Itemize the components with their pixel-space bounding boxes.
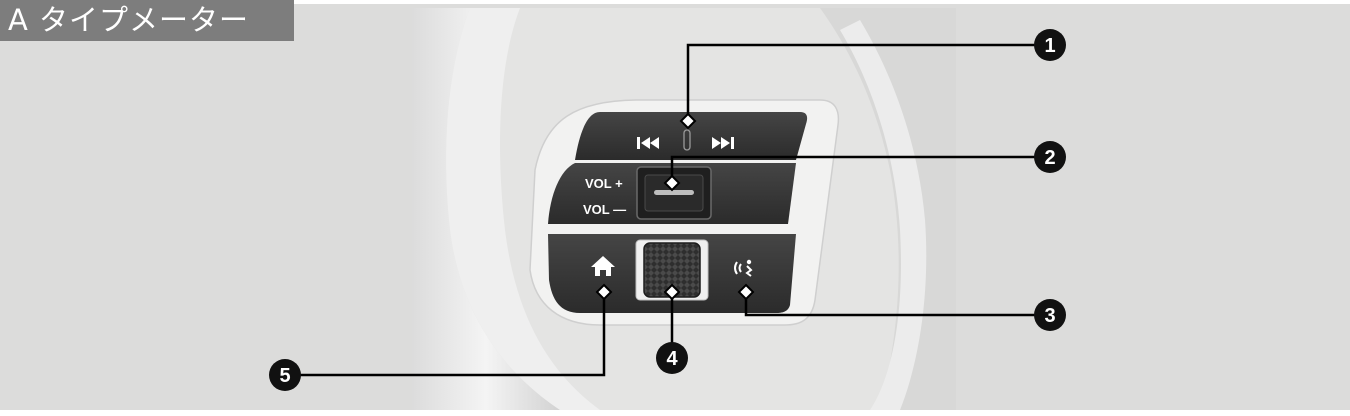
- svg-text:4: 4: [666, 348, 678, 370]
- upper-switch-panel: [575, 112, 808, 160]
- callout-diamonds: [595, 112, 755, 301]
- skip-back-icon[interactable]: [637, 137, 659, 149]
- section-title: A タイプメーター: [0, 0, 294, 41]
- vol-down-label: VOL —: [583, 202, 626, 217]
- callout-3: 3: [1034, 299, 1066, 331]
- volume-rocker-icon[interactable]: [636, 166, 712, 220]
- skip-forward-icon[interactable]: [712, 137, 734, 149]
- callout-2: 2: [1034, 141, 1066, 173]
- callout-1: 1: [1034, 29, 1066, 61]
- top-divider: [294, 0, 1350, 4]
- svg-text:1: 1: [1044, 35, 1055, 57]
- bottom-divider: [0, 410, 1350, 416]
- steering-rim: [412, 8, 560, 410]
- vol-up-label: VOL +: [585, 176, 623, 191]
- callout-5: 5: [269, 359, 301, 391]
- svg-text:5: 5: [279, 365, 290, 387]
- home-icon[interactable]: [591, 256, 615, 276]
- svg-text:2: 2: [1044, 147, 1055, 169]
- voice-command-icon[interactable]: [734, 259, 753, 277]
- seek-center-mark: [683, 129, 691, 151]
- steering-rim-inner-shadow: [446, 8, 600, 410]
- hub-highlight: [840, 20, 927, 410]
- callout-4: 4: [656, 342, 688, 374]
- svg-text:3: 3: [1044, 305, 1055, 327]
